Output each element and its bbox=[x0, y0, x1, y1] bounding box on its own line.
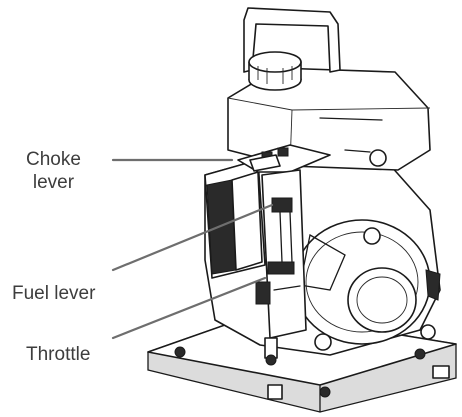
fuel-leader-line bbox=[111, 203, 274, 272]
choke-lever bbox=[249, 149, 387, 172]
fuel-cap bbox=[248, 51, 302, 91]
choke-lever-label: Choke lever bbox=[26, 148, 81, 194]
fuel-tank bbox=[227, 67, 431, 171]
throttle-label: Throttle bbox=[26, 344, 91, 365]
throttle-leader-line bbox=[111, 276, 267, 340]
carburetor bbox=[255, 169, 307, 366]
fuel-lever-label: Fuel lever bbox=[12, 283, 96, 304]
choke-label-line1: Choke bbox=[26, 149, 81, 170]
choke-label-line2: lever bbox=[32, 172, 75, 193]
